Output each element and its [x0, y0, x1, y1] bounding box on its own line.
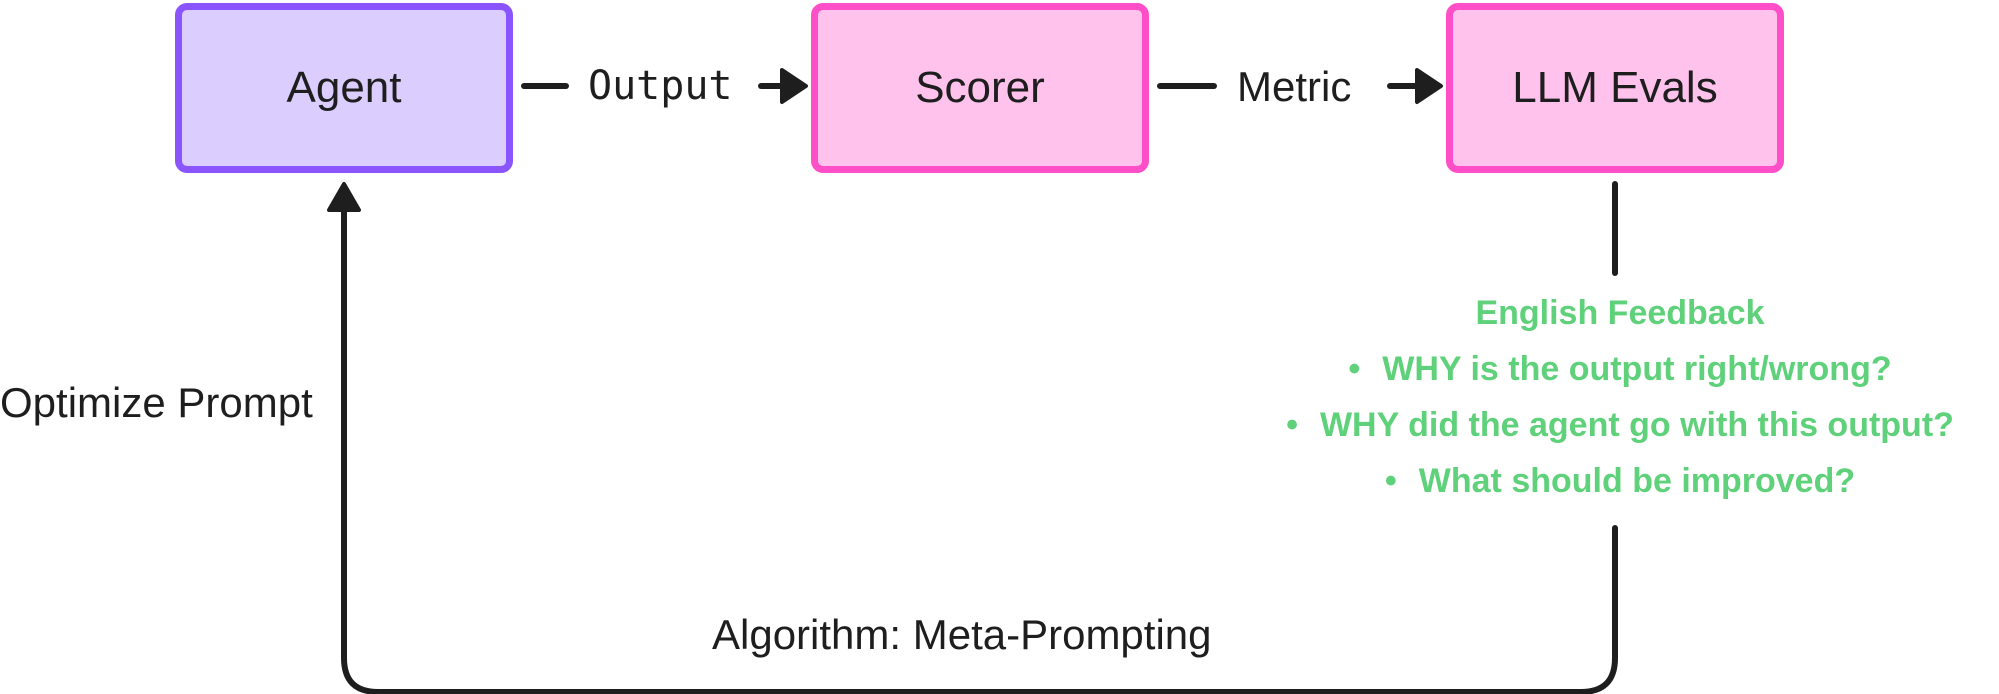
english-feedback-block: English Feedback WHY is the output right…	[1240, 296, 1999, 520]
arrowhead-to-evals	[1415, 68, 1443, 104]
agent-node: Agent	[175, 3, 513, 173]
llm-evals-node: LLM Evals	[1446, 3, 1784, 173]
feedback-item: WHY is the output right/wrong?	[1240, 352, 1999, 386]
feedback-item: What should be improved?	[1240, 464, 1999, 498]
scorer-node-label: Scorer	[915, 63, 1045, 112]
feedback-item: WHY did the agent go with this output?	[1240, 408, 1999, 442]
arrowhead-to-scorer	[780, 68, 808, 104]
scorer-node: Scorer	[811, 3, 1149, 173]
feedback-list: WHY is the output right/wrong? WHY did t…	[1240, 352, 1999, 498]
metric-edge-label: Metric	[1237, 63, 1352, 110]
algorithm-label: Algorithm: Meta-Prompting	[712, 611, 1212, 658]
feedback-title: English Feedback	[1475, 294, 1765, 332]
agent-node-label: Agent	[286, 63, 402, 112]
arrowhead-to-agent	[327, 182, 361, 212]
connector-feedback-loop	[341, 205, 1618, 694]
optimize-prompt-label: Optimize Prompt	[0, 379, 313, 426]
llm-evals-node-label: LLM Evals	[1512, 63, 1718, 112]
output-edge-label: Output	[588, 63, 733, 109]
